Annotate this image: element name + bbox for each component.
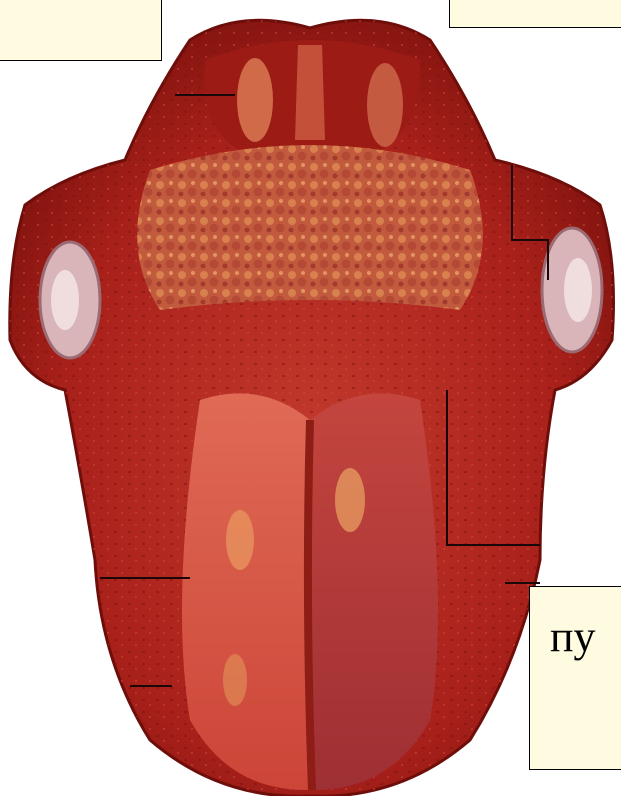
tongue-body-left (182, 393, 310, 790)
vallate-papillae (137, 145, 483, 310)
label-box-bottom-right: пу (529, 586, 621, 770)
label-box-top-right (449, 0, 621, 28)
median-groove (308, 420, 312, 790)
tongue-body-right (310, 393, 438, 790)
label-bottom-right: пу (550, 615, 596, 659)
label-box-top-left (0, 0, 162, 61)
